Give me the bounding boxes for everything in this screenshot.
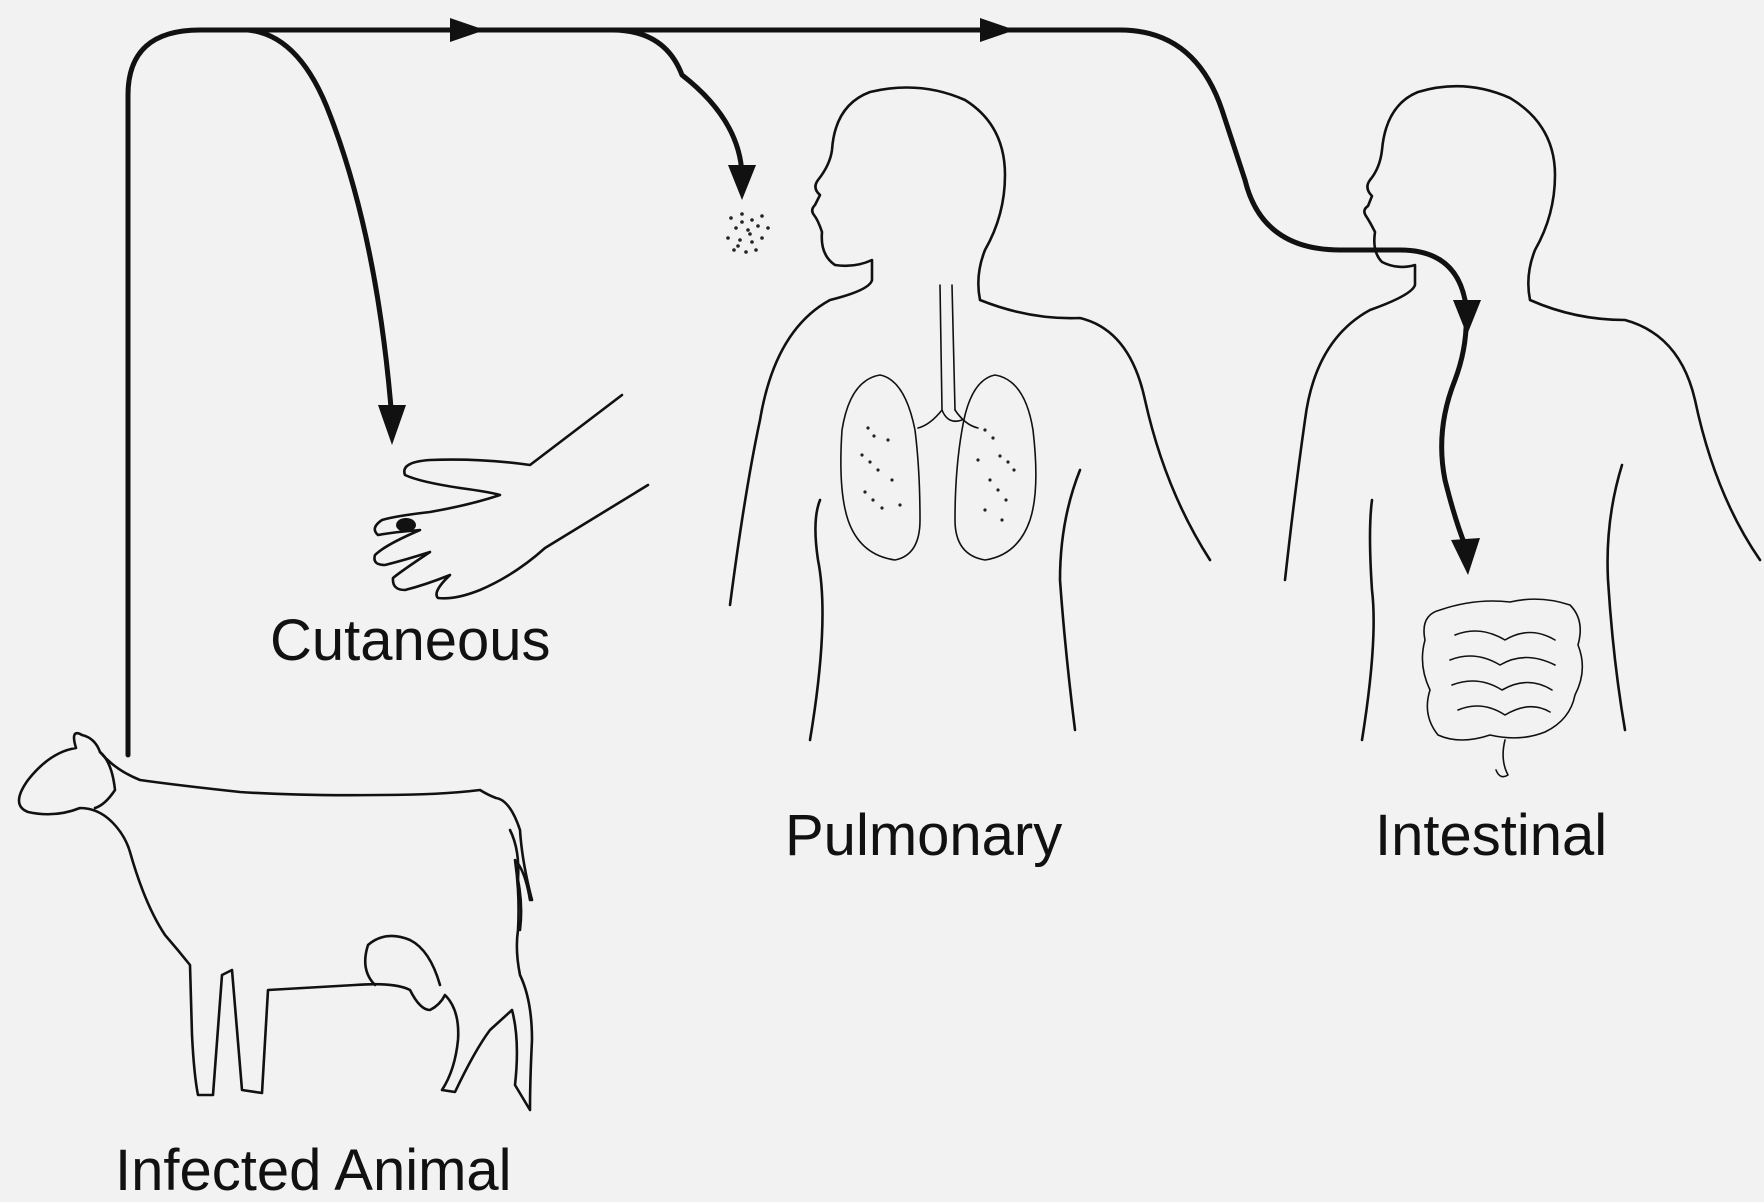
arrow-head-cutaneous [378, 405, 406, 445]
arrow-head-intestinal-lower [1451, 538, 1480, 575]
arrow-head-1 [450, 18, 485, 42]
hand-illustration [374, 395, 648, 598]
skin-lesion-icon [396, 518, 416, 532]
branch-intestinal [1442, 300, 1481, 575]
label-infected-animal: Infected Animal [115, 1138, 512, 1202]
human-lungs-illustration [730, 88, 1210, 741]
arrow-head-pulmonary [728, 165, 756, 200]
human-intestines-illustration [1285, 86, 1760, 776]
aerosol-spores-icon [726, 212, 770, 254]
lung-spore-marks [860, 426, 1015, 521]
label-pulmonary: Pulmonary [785, 803, 1062, 868]
label-intestinal: Intestinal [1375, 803, 1607, 868]
branch-cutaneous [248, 30, 406, 445]
label-cutaneous: Cutaneous [270, 608, 551, 673]
arrow-head-2 [980, 18, 1015, 42]
branch-pulmonary [612, 30, 756, 200]
arrow-head-intestinal-upper [1453, 300, 1481, 335]
cow-illustration [19, 733, 532, 1110]
